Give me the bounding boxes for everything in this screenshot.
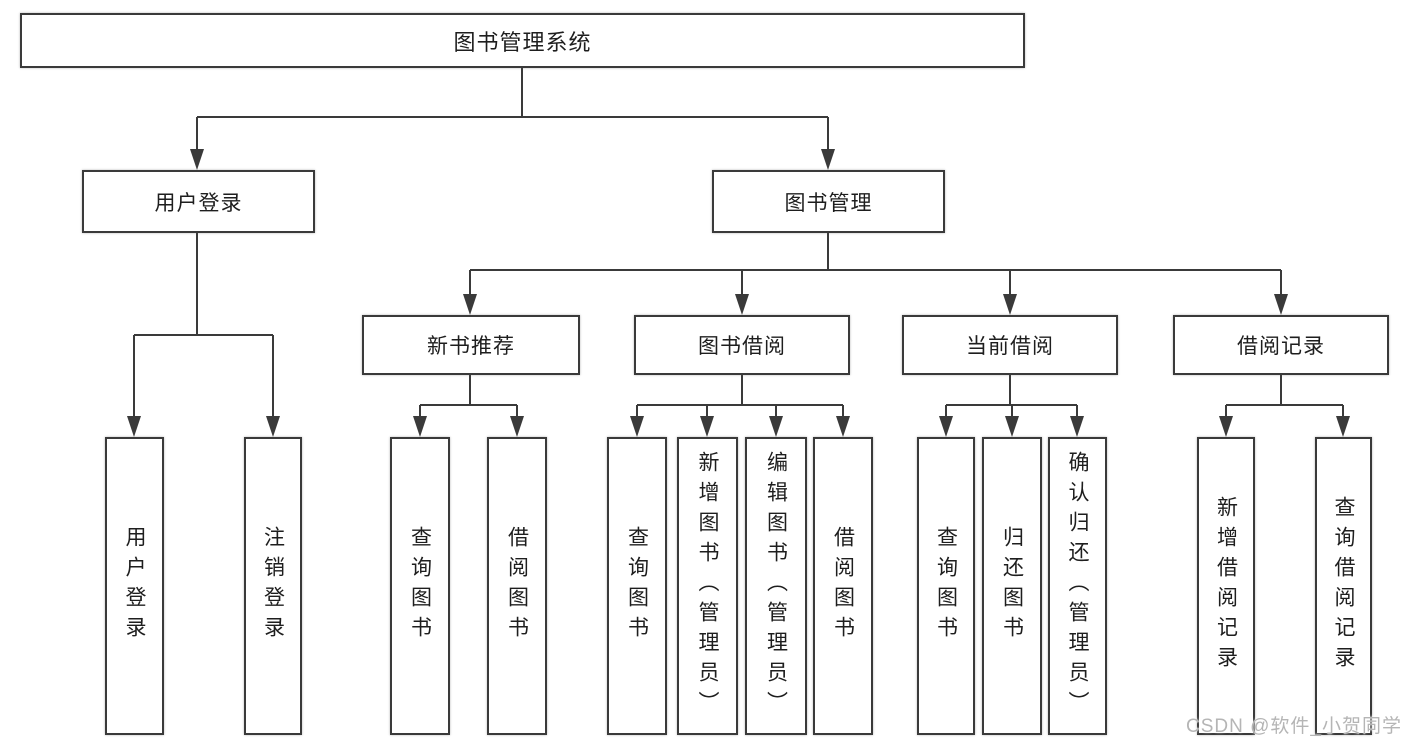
node-label: 新增图书（管理员） bbox=[696, 451, 720, 721]
node-label: 编辑图书（管理员） bbox=[764, 451, 788, 721]
csdn-watermark: CSDN @软件_小贺同学 bbox=[1186, 716, 1402, 737]
node-label: 借阅图书 bbox=[505, 526, 529, 646]
node-label: 图书管理 bbox=[784, 191, 873, 215]
arrowheads bbox=[127, 149, 1350, 437]
leaf-query-book-borrow: 查询图书 bbox=[607, 437, 667, 735]
node-label: 注销登录 bbox=[261, 526, 285, 646]
node-label: 查询借阅记录 bbox=[1332, 496, 1356, 676]
node-label: 当前借阅 bbox=[966, 335, 1054, 358]
leaf-add-borrow-record: 新增借阅记录 bbox=[1197, 437, 1255, 735]
node-label: 查询图书 bbox=[934, 526, 958, 646]
node-new-book-recommend: 新书推荐 bbox=[362, 315, 580, 375]
leaf-logout: 注销登录 bbox=[244, 437, 302, 735]
node-current-borrow: 当前借阅 bbox=[902, 315, 1118, 375]
node-label: 查询图书 bbox=[408, 526, 432, 646]
node-label: 新增借阅记录 bbox=[1214, 496, 1238, 676]
leaf-borrow-book-recommend: 借阅图书 bbox=[487, 437, 547, 735]
leaf-add-book-admin: 新增图书（管理员） bbox=[677, 437, 738, 735]
node-label: 借阅图书 bbox=[831, 526, 855, 646]
node-label: 借阅记录 bbox=[1237, 335, 1325, 358]
node-library-system: 图书管理系统 bbox=[20, 13, 1025, 68]
leaf-query-book-recommend: 查询图书 bbox=[390, 437, 450, 735]
node-label: 图书管理系统 bbox=[453, 29, 592, 55]
leaf-borrow-book: 借阅图书 bbox=[813, 437, 873, 735]
leaf-query-borrow-record: 查询借阅记录 bbox=[1315, 437, 1372, 735]
leaf-confirm-return-admin: 确认归还（管理员） bbox=[1048, 437, 1107, 735]
leaf-return-book: 归还图书 bbox=[982, 437, 1042, 735]
node-book-management: 图书管理 bbox=[712, 170, 945, 233]
node-user-login: 用户登录 bbox=[82, 170, 315, 233]
node-label: 用户登录 bbox=[154, 191, 243, 215]
node-label: 归还图书 bbox=[1000, 526, 1024, 646]
node-label: 查询图书 bbox=[625, 526, 649, 646]
node-borrow-record: 借阅记录 bbox=[1173, 315, 1389, 375]
node-label: 用户登录 bbox=[123, 526, 147, 646]
node-book-borrow: 图书借阅 bbox=[634, 315, 850, 375]
node-label: 确认归还（管理员） bbox=[1066, 451, 1090, 721]
node-label: 新书推荐 bbox=[427, 335, 515, 358]
leaf-user-login: 用户登录 bbox=[105, 437, 164, 735]
node-label: 图书借阅 bbox=[698, 335, 786, 358]
leaf-edit-book-admin: 编辑图书（管理员） bbox=[745, 437, 807, 735]
leaf-query-book-current: 查询图书 bbox=[917, 437, 975, 735]
